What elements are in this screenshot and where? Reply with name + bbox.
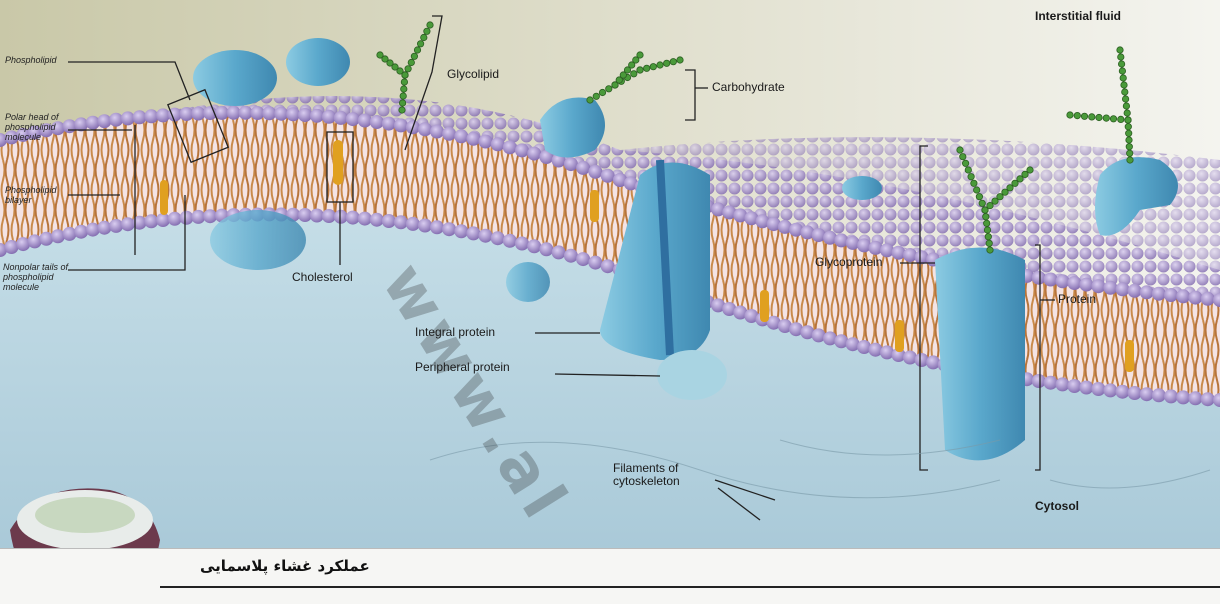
caption-rule <box>160 586 1220 588</box>
glycoprotein <box>935 248 1025 461</box>
label-cholesterol: Cholesterol <box>292 271 353 284</box>
label-polar-head: Polar head of phospholipid molecule <box>5 112 75 142</box>
caption-bar <box>0 548 1220 604</box>
label-carbohydrate: Carbohydrate <box>712 81 785 94</box>
label-nonpolar-tails: Nonpolar tails of phospholipid molecule <box>3 262 73 292</box>
label-filaments-of-cytoskeleton: Filaments of cytoskeleton <box>613 462 723 488</box>
label-glycolipid: Glycolipid <box>447 68 499 81</box>
label-phospholipid: Phospholipid <box>5 55 67 65</box>
label-protein: Protein <box>1058 293 1096 306</box>
label-glycoprotein: Glycoprotein <box>815 256 882 269</box>
label-phospholipid-bilayer: Phospholipid bilayer <box>5 185 65 205</box>
caption-persian: عملکرد غشاء پلاسمایی <box>200 557 370 575</box>
surface-protein <box>193 50 277 106</box>
label-interstitial-fluid: Interstitial fluid <box>1035 10 1121 23</box>
peripheral-protein <box>657 350 727 400</box>
label-cytosol: Cytosol <box>1035 500 1079 513</box>
